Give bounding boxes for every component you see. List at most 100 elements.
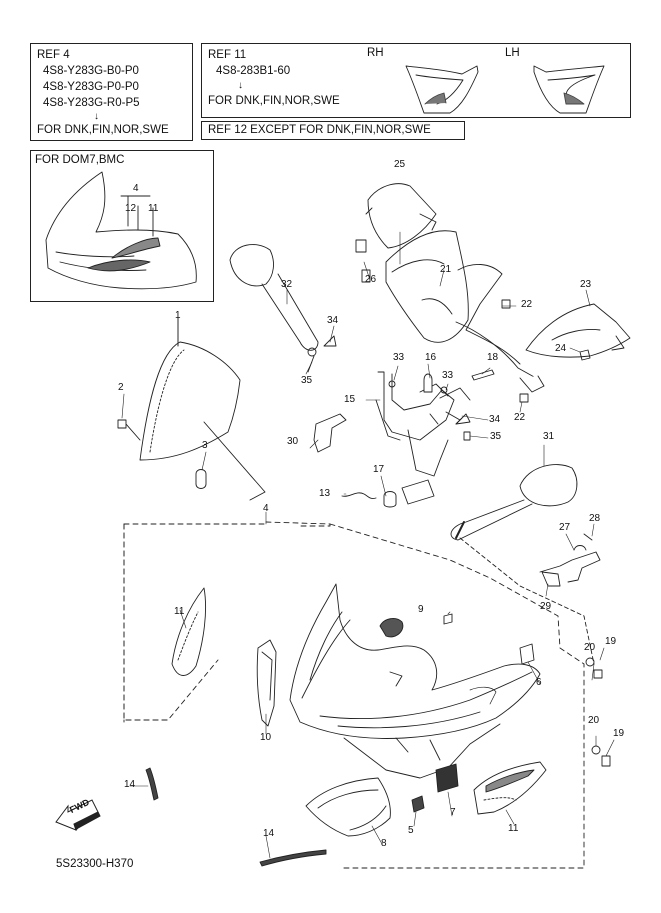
part-label-20a: 20 [584, 642, 596, 653]
panel-10-illustration [256, 639, 277, 727]
part-label-19a: 19 [605, 636, 617, 647]
plate-illustration [401, 479, 435, 505]
ref12-text: REF 12 EXCEPT FOR DNK,FIN,NOR,SWE [208, 124, 431, 136]
ref11-note: FOR DNK,FIN,NOR,SWE [208, 95, 340, 107]
part-label-9: 9 [418, 604, 424, 615]
part-label-15: 15 [344, 394, 356, 405]
part-label-14-bottom: 14 [263, 828, 275, 839]
part-label-5: 5 [408, 825, 414, 836]
clip-6-illustration [519, 643, 535, 665]
diagram-code: 5S23300-H370 [56, 858, 134, 870]
part-label-16: 16 [425, 352, 437, 363]
part-label-26: 26 [365, 274, 377, 285]
washer-20a-illustration [585, 657, 595, 667]
part-label-34a: 34 [327, 315, 339, 326]
bracket-30-illustration [313, 413, 347, 453]
part-label-14-left: 14 [124, 779, 136, 790]
mirror-left-illustration [229, 244, 319, 373]
panel-23-illustration [525, 303, 631, 358]
part-label-25: 25 [394, 159, 406, 170]
screw-9-illustration [443, 613, 453, 625]
part-label-33a: 33 [393, 352, 405, 363]
washer-20b-illustration [591, 745, 601, 755]
screw-19a-illustration [593, 669, 603, 679]
ref12-box: REF 12 EXCEPT FOR DNK,FIN,NOR,SWE [201, 121, 465, 140]
ref4-code-1: 4S8-Y283G-B0-P0 [43, 65, 139, 77]
part-label-24: 24 [555, 343, 567, 354]
grommet-3-illustration [195, 469, 207, 489]
ref11-code: 4S8-283B1-60 [216, 65, 291, 77]
part-label-3: 3 [202, 440, 208, 451]
part-label-21: 21 [440, 264, 452, 275]
ref11-box: REF 11 4S8-283B1-60 ↓ FOR DNK,FIN,NOR,SW… [201, 43, 631, 118]
nut-33b-illustration [440, 386, 448, 394]
grommet-17-illustration [383, 491, 397, 508]
part-label-20b: 20 [588, 715, 600, 726]
bolt-18-illustration [471, 369, 495, 381]
ref4-box: REF 4 4S8-Y283G-B0-P0 4S8-Y283G-P0-P0 4S… [30, 43, 193, 141]
part-label-11-left: 11 [174, 606, 185, 617]
decal-11-right-illustration [473, 761, 547, 815]
fwd-arrow-icon [55, 799, 101, 831]
part-label-35a: 35 [301, 375, 313, 386]
dom7-label-11: 11 [148, 203, 159, 214]
screw-2-illustration [117, 419, 141, 441]
part-label-30: 30 [287, 436, 299, 447]
ref4-note: FOR DNK,FIN,NOR,SWE [37, 124, 169, 136]
decal-11-left-illustration [171, 587, 206, 676]
damper-34b-illustration [455, 413, 471, 425]
dom7-label-12: 12 [125, 203, 137, 214]
part-label-18: 18 [487, 352, 499, 363]
ref4-code-2: 4S8-Y283G-P0-P0 [43, 81, 139, 93]
part-label-13: 13 [319, 488, 331, 499]
upper-fairing-illustration [289, 583, 541, 779]
trim-14-bottom-illustration [259, 849, 327, 867]
trim-14-left-illustration [145, 767, 159, 801]
part-label-31: 31 [543, 431, 555, 442]
ref4-title: REF 4 [37, 49, 70, 61]
dom7-title: FOR DOM7,BMC [35, 154, 125, 166]
wire-13-illustration [341, 492, 377, 499]
screw-22a-illustration [501, 299, 511, 309]
leader-lines [121, 231, 615, 859]
part-label-8: 8 [381, 838, 387, 849]
bracket-27-29-illustration [539, 533, 601, 587]
part-label-34b: 34 [489, 414, 501, 425]
part-label-22a: 22 [521, 299, 533, 310]
windscreen-illustration [139, 317, 266, 501]
ref11-arrow: ↓ [238, 80, 243, 91]
part-label-4: 4 [263, 503, 269, 514]
part-label-27: 27 [559, 522, 571, 533]
dom7-box: FOR DOM7,BMC [30, 150, 214, 302]
pad-7-illustration [435, 763, 459, 793]
stay-bracket-illustration [375, 371, 471, 477]
ref11-title: REF 11 [208, 49, 247, 61]
part-label-17: 17 [373, 464, 385, 475]
collar-35-illustration [463, 431, 471, 441]
screw-19b-illustration [601, 755, 611, 767]
side-panel-8-illustration [305, 777, 391, 837]
damper-34a-illustration [323, 335, 337, 347]
part-label-22b: 22 [514, 412, 526, 423]
nut-24-illustration [579, 349, 591, 361]
part-label-7: 7 [450, 807, 456, 818]
meter-cover-illustration [355, 183, 437, 253]
dom7-label-4: 4 [133, 183, 139, 194]
inner-panel-illustration [385, 230, 545, 393]
ref4-arrow: ↓ [94, 111, 99, 122]
screw-22b-illustration [519, 393, 529, 403]
part-label-1: 1 [175, 310, 181, 321]
part-label-29: 29 [540, 601, 552, 612]
part-label-10: 10 [260, 732, 272, 743]
part-label-23: 23 [580, 279, 592, 290]
part-label-11-right: 11 [508, 823, 519, 834]
ref11-rh-label: RH [367, 47, 384, 59]
part-label-19b: 19 [613, 728, 625, 739]
part-label-2: 2 [118, 382, 124, 393]
part-label-35b: 35 [490, 431, 502, 442]
ref11-lh-label: LH [505, 47, 520, 59]
clip-5-illustration [411, 795, 425, 813]
part-label-6: 6 [536, 677, 542, 688]
nut-33a-illustration [388, 380, 396, 388]
